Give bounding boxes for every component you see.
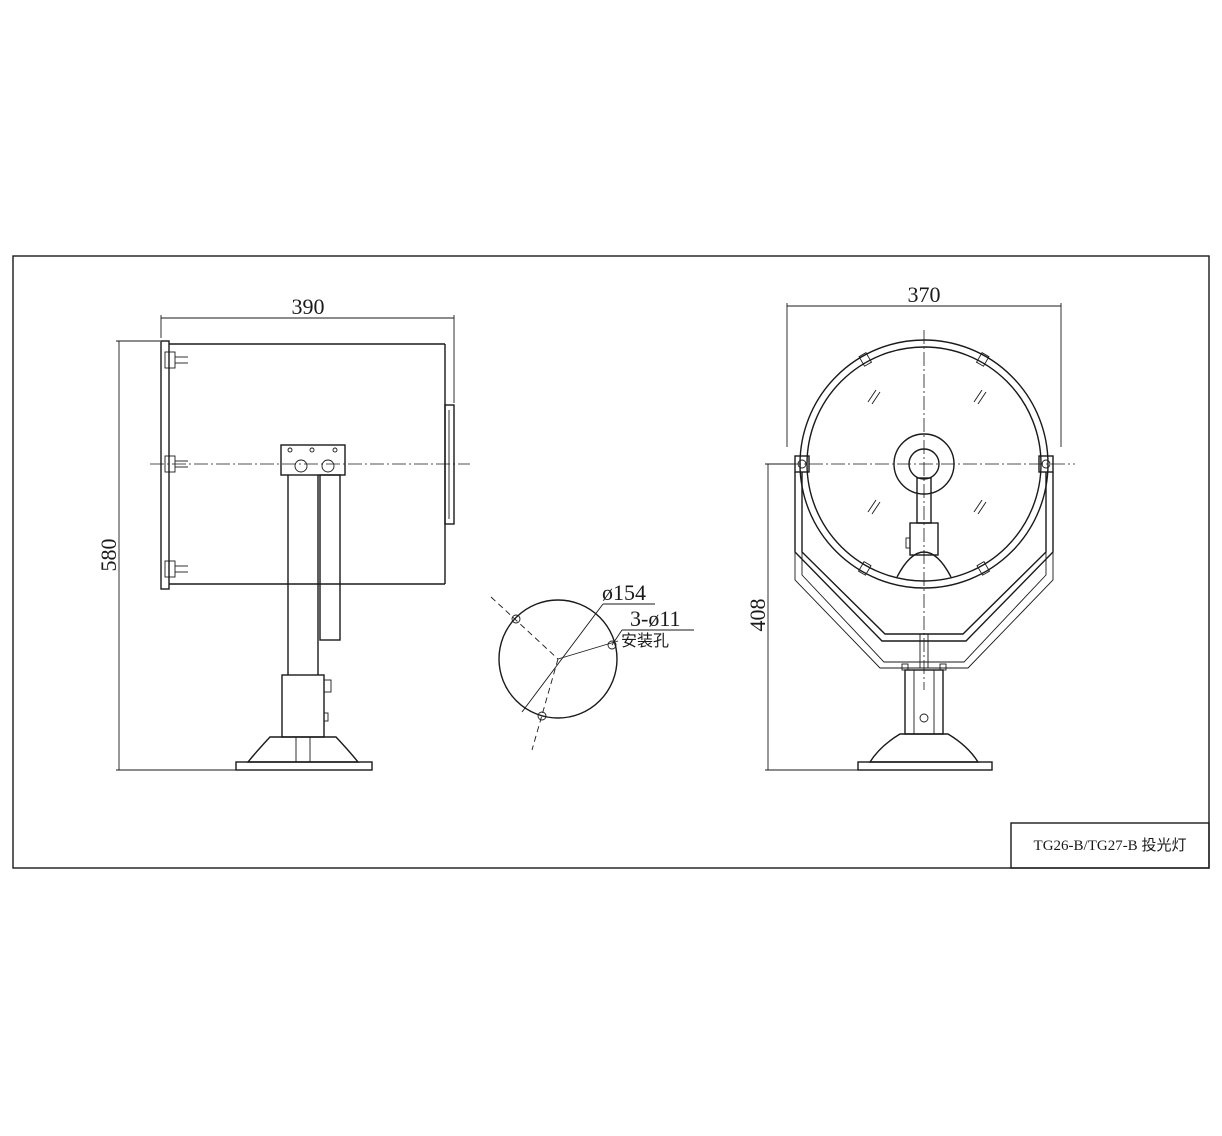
title-block: TG26-B/TG27-B 投光灯 (1010, 822, 1210, 869)
side-width-dim: 390 (292, 294, 325, 319)
mount-detail: ø154 3-ø11 安装孔 (490, 580, 694, 751)
front-height-dim: 408 (745, 599, 770, 632)
title-label: TG26-B/TG27-B 投光灯 (1034, 837, 1187, 854)
front-width-dim: 370 (908, 282, 941, 307)
front-view: 370 408 (745, 282, 1075, 771)
bolt-circle-label: ø154 (602, 580, 646, 605)
side-height-dim: 580 (96, 539, 121, 572)
holes-note: 安装孔 (621, 631, 669, 650)
holes-label: 3-ø11 (630, 606, 681, 631)
side-view: 390 580 (96, 294, 470, 771)
drawing-frame (12, 255, 1210, 869)
